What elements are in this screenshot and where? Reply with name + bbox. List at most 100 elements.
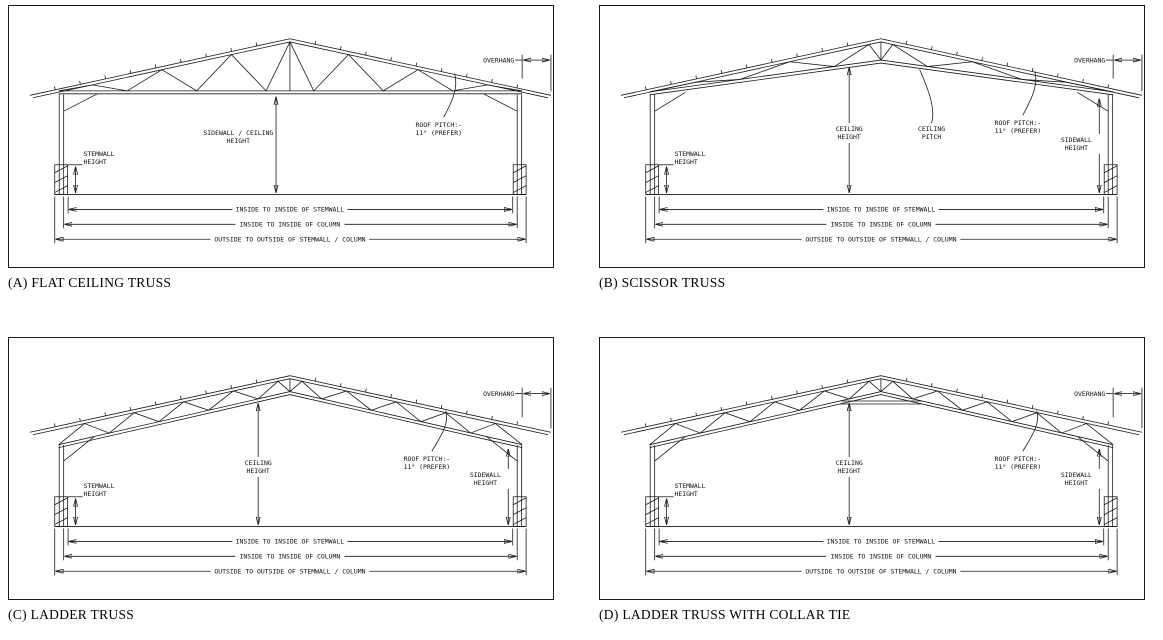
dimension-inside-column: INSIDE TO INSIDE OF COLUMN [64, 197, 518, 229]
right-column [517, 445, 521, 526]
right-stemwall [1104, 497, 1117, 527]
caption-ladder-truss: (C) LADDER TRUSS [8, 607, 135, 622]
dim-inside-stemwall-text: INSIDE TO INSIDE OF STEMWALL [236, 538, 345, 546]
dimension-outside-outside: OUTSIDE TO OUTSIDE OF STEMWALL / COLUMN [646, 197, 1117, 244]
dimension-inside-stemwall: INSIDE TO INSIDE OF STEMWALL [659, 197, 1104, 214]
roof-pitch-label: ROOF PITCH:-11° (PREFER) [416, 121, 463, 137]
caption-scissor-truss: (B) SCISSOR TRUSS [599, 275, 726, 290]
roof-truss [621, 39, 1142, 111]
dim-inside-stemwall-text: INSIDE TO INSIDE OF STEMWALL [827, 538, 936, 546]
overhang-label: OVERHANG [483, 57, 514, 65]
left-stemwall [55, 497, 68, 527]
dimension-inside-stemwall: INSIDE TO INSIDE OF STEMWALL [659, 529, 1104, 546]
web-members [59, 379, 522, 461]
dim-inside-stemwall-text: INSIDE TO INSIDE OF STEMWALL [827, 206, 936, 214]
dimension-inside-stemwall: INSIDE TO INSIDE OF STEMWALL [68, 529, 513, 546]
overhang-label: OVERHANG [1074, 57, 1105, 65]
roof-pitch-callout: ROOF PITCH:-11° (PREFER) [995, 410, 1042, 471]
web-members [59, 42, 522, 111]
overhang-label: OVERHANG [483, 390, 514, 398]
dim-inside-stemwall-text: INSIDE TO INSIDE OF STEMWALL [236, 206, 345, 214]
roof-truss [621, 376, 1142, 461]
left-stemwall [55, 165, 68, 195]
dimension-outside-outside: OUTSIDE TO OUTSIDE OF STEMWALL / COLUMN [55, 197, 526, 244]
dimension-outside-outside: OUTSIDE TO OUTSIDE OF STEMWALL / COLUMN [646, 529, 1117, 576]
dimension-outside-outside: OUTSIDE TO OUTSIDE OF STEMWALL / COLUMN [55, 529, 526, 576]
left-column [59, 445, 63, 526]
caption-flat-ceiling-truss: (A) FLAT CEILING TRUSS [8, 275, 172, 290]
bottom-chord [59, 392, 522, 448]
dim-inside-column-text: INSIDE TO INSIDE OF COLUMN [831, 221, 932, 229]
overhang-label: OVERHANG [1074, 390, 1105, 398]
caption-ladder-truss-collar-tie: (D) LADDER TRUSS WITH COLLAR TIE [599, 607, 851, 622]
right-stemwall [1104, 165, 1117, 195]
web-members [650, 42, 1113, 111]
top-chord [621, 376, 1142, 435]
right-stemwall [513, 497, 526, 527]
top-chord [30, 376, 551, 435]
top-chord [621, 39, 1142, 98]
dimension-inside-column: INSIDE TO INSIDE OF COLUMN [655, 529, 1109, 561]
dim-inside-column-text: INSIDE TO INSIDE OF COLUMN [240, 553, 341, 561]
roof-pitch-label: ROOF PITCH:-11° (PREFER) [404, 455, 451, 471]
overhang-dimension: OVERHANG [483, 55, 551, 92]
dim-inside-column-text: INSIDE TO INSIDE OF COLUMN [831, 553, 932, 561]
right-stemwall [513, 165, 526, 195]
overhang-dimension: OVERHANG [483, 388, 551, 429]
dim-outside-text: OUTSIDE TO OUTSIDE OF STEMWALL / COLUMN [805, 567, 956, 575]
roof-pitch-callout: ROOF PITCH:-11° (PREFER) [995, 71, 1042, 135]
dim-inside-column-text: INSIDE TO INSIDE OF COLUMN [240, 221, 341, 229]
roof-pitch-label: ROOF PITCH:-11° (PREFER) [995, 455, 1042, 471]
roof-truss [30, 376, 551, 461]
dim-outside-text: OUTSIDE TO OUTSIDE OF STEMWALL / COLUMN [214, 235, 365, 243]
overhang-dimension: OVERHANG [1074, 388, 1142, 429]
web-members [650, 379, 1113, 461]
left-column [650, 445, 654, 526]
bottom-chord [59, 91, 522, 94]
left-stemwall [646, 165, 659, 195]
overhang-dimension: OVERHANG [1074, 55, 1142, 92]
right-column [1108, 445, 1112, 526]
dimension-inside-column: INSIDE TO INSIDE OF COLUMN [64, 529, 518, 561]
roof-truss [30, 39, 551, 111]
top-chord [30, 39, 551, 98]
roof-pitch-label: ROOF PITCH:-11° (PREFER) [995, 119, 1042, 135]
dim-outside-text: OUTSIDE TO OUTSIDE OF STEMWALL / COLUMN [805, 235, 956, 243]
dimension-inside-stemwall: INSIDE TO INSIDE OF STEMWALL [68, 197, 513, 214]
dimension-inside-column: INSIDE TO INSIDE OF COLUMN [655, 197, 1109, 229]
left-stemwall [646, 497, 659, 527]
